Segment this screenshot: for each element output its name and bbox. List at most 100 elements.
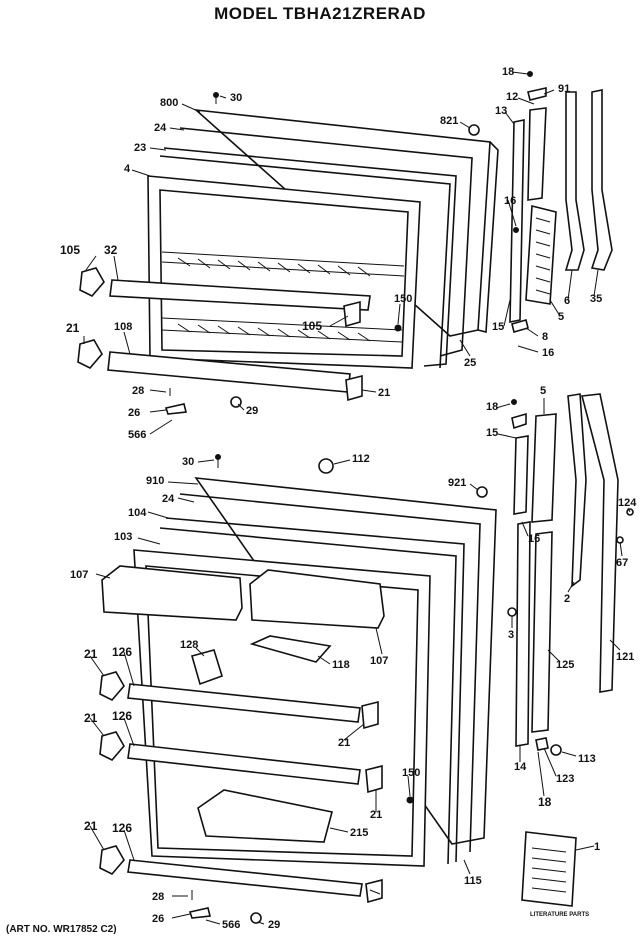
callout-566: 566 <box>128 429 146 441</box>
callout-12: 12 <box>506 91 518 103</box>
callout-800: 800 <box>160 97 178 109</box>
callout-21-b: 21 <box>378 387 390 399</box>
clip-26-bottom <box>188 907 211 919</box>
retainer-21-d <box>99 731 125 761</box>
fresh-gasket <box>179 493 481 853</box>
callout-29-b: 29 <box>268 919 280 931</box>
screw-18-top <box>527 71 533 77</box>
freezer-frame-23 <box>163 147 457 367</box>
callout-107: 107 <box>70 569 88 581</box>
shelf-bar-126-b <box>127 743 361 785</box>
callout-3: 3 <box>508 629 514 641</box>
callout-25: 25 <box>464 357 476 369</box>
callout-921: 921 <box>448 477 466 489</box>
handle-screw-150-bottom <box>406 796 414 804</box>
callout-21: 21 <box>66 321 80 335</box>
callout-18: 18 <box>502 66 514 78</box>
handle-121 <box>580 393 619 693</box>
retainer-21-c <box>99 671 125 701</box>
model-title: MODEL TBHA21ZRERAD <box>214 4 426 23</box>
callout-21-d: 21 <box>84 711 98 725</box>
callout-124: 124 <box>618 497 637 509</box>
freezer-door-assembly <box>77 71 613 415</box>
callout-35: 35 <box>590 293 602 305</box>
hinge-strip-13 <box>509 119 525 323</box>
handle-2 <box>567 393 587 588</box>
callout-115: 115 <box>464 875 482 887</box>
callout-16-b: 16 <box>542 347 554 359</box>
callout-125: 125 <box>556 659 574 671</box>
hinge-12 <box>527 107 547 201</box>
bracket-128 <box>191 649 223 686</box>
bracket-8 <box>511 319 529 333</box>
callout-32: 32 <box>104 243 118 257</box>
fresh-frame-103 <box>159 527 457 865</box>
callout-13: 13 <box>495 105 507 117</box>
dairy-bin-107-left <box>101 565 243 621</box>
bushing-3 <box>507 607 517 617</box>
callout-24: 24 <box>154 122 167 134</box>
dairy-bin-107-right <box>249 569 385 629</box>
retainer-105-right <box>343 300 361 328</box>
callout-21-e: 21 <box>338 737 350 749</box>
plug-113 <box>550 744 562 756</box>
freezer-frame-23b <box>159 155 451 369</box>
callout-126-b: 126 <box>112 709 132 723</box>
callout-5: 5 <box>558 311 564 323</box>
callout-910: 910 <box>146 475 164 487</box>
bracket-91 <box>527 87 547 101</box>
callout-91: 91 <box>558 83 570 95</box>
callout-30-b: 30 <box>182 456 194 468</box>
callout-26: 26 <box>128 407 140 419</box>
retainer-21-r3 <box>365 878 383 904</box>
callout-126-c: 126 <box>112 821 132 835</box>
callout-105: 105 <box>60 243 80 257</box>
freezer-outer-panel-edge <box>477 141 499 334</box>
handle-screw-150 <box>394 324 402 332</box>
callout-24-b: 24 <box>162 493 175 505</box>
literature-label: LITERATURE PARTS <box>530 912 589 918</box>
plug-112 <box>318 458 334 474</box>
callout-103: 103 <box>114 531 132 543</box>
plug-821 <box>468 124 480 136</box>
retainer-21-right <box>345 374 363 402</box>
hinge-strip-15 <box>513 435 529 515</box>
callout-6: 6 <box>564 295 570 307</box>
callout-26-b: 26 <box>152 913 164 925</box>
callout-21-c: 21 <box>84 647 98 661</box>
callout-16-c: 16 <box>528 533 540 545</box>
callout-15-b: 15 <box>486 427 498 439</box>
freezer-door-liner <box>147 175 421 369</box>
retainer-21-r2 <box>365 764 383 794</box>
screw-18-mid <box>511 399 517 405</box>
art-number: (ART NO. WR17852 C2) <box>6 924 117 935</box>
clip-26 <box>164 403 187 415</box>
literature-booklet <box>521 831 577 907</box>
callout-104: 104 <box>128 507 147 519</box>
callout-4: 4 <box>124 163 131 175</box>
callout-21-g: 21 <box>84 819 98 833</box>
callout-107-b: 107 <box>370 655 388 667</box>
callout-5-b: 5 <box>540 385 546 397</box>
callout-150-b: 150 <box>402 767 420 779</box>
freezer-gasket <box>179 127 473 357</box>
callout-108: 108 <box>114 321 132 333</box>
callout-30: 30 <box>230 92 242 104</box>
callout-113: 113 <box>578 753 596 765</box>
callout-150: 150 <box>394 293 412 305</box>
callout-21-f: 21 <box>370 809 382 821</box>
callout-123: 123 <box>556 773 574 785</box>
callout-15: 15 <box>492 321 504 333</box>
retainer-21-left <box>77 339 103 369</box>
callout-28: 28 <box>132 385 144 397</box>
callout-labels: 18 30 800 91 12 13 821 24 23 4 16 105 32… <box>60 66 637 931</box>
callout-67: 67 <box>616 557 628 569</box>
callout-126: 126 <box>112 645 132 659</box>
callout-566-b: 566 <box>222 919 240 931</box>
screw-30 <box>213 92 219 98</box>
strip-14 <box>515 521 531 747</box>
retainer-21-r1 <box>361 700 379 730</box>
callout-28-b: 28 <box>152 891 164 903</box>
